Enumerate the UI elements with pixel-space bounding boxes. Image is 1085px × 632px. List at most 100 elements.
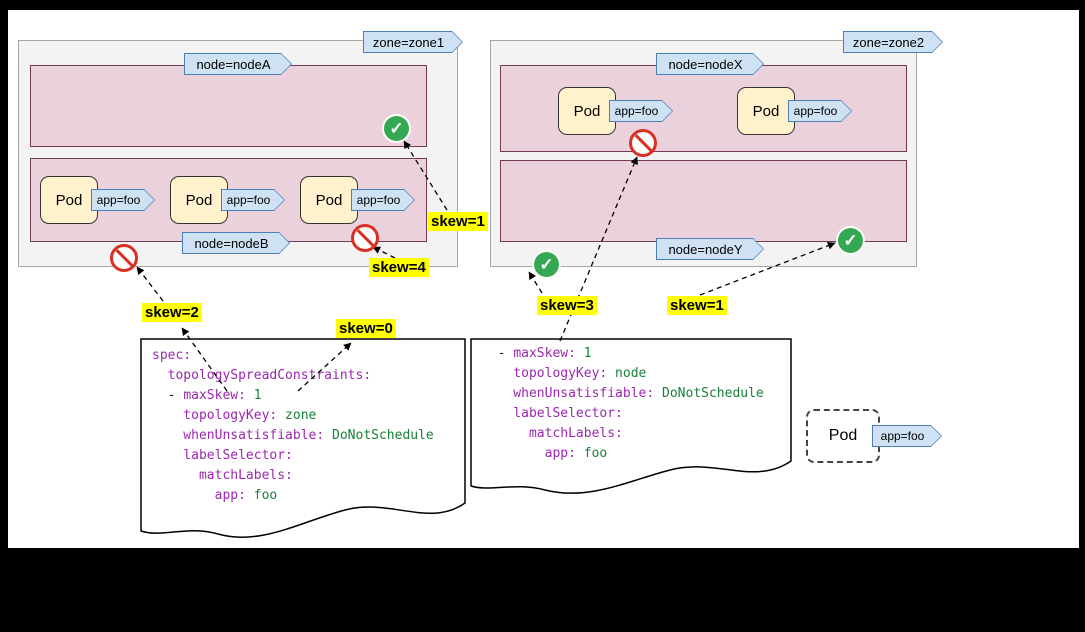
yaml-line: topologyKey: zone xyxy=(152,406,434,426)
nodeX-tag: node=nodeX xyxy=(656,53,764,75)
yaml-token: app: xyxy=(482,446,576,461)
yaml-line: matchLabels: xyxy=(152,466,434,486)
yaml-line: - maxSkew: 1 xyxy=(482,344,764,364)
tag-fill xyxy=(873,426,941,446)
yaml-token: app: xyxy=(152,488,246,503)
pod: Pod app=foo xyxy=(558,87,616,135)
yaml-token: topologyKey: xyxy=(482,366,608,381)
nodeA-tag: node=nodeA xyxy=(184,53,292,75)
pod-label: Pod xyxy=(573,102,601,120)
zone1-tag-label: zone=zone1 xyxy=(372,34,445,50)
yaml-code-1: spec: topologySpreadConstraints: - maxSk… xyxy=(152,346,434,506)
app-foo-tag-label: app=foo xyxy=(614,104,659,118)
tag-fill xyxy=(92,190,154,210)
yaml-line: topologyKey: node xyxy=(482,364,764,384)
yaml-block-2: - maxSkew: 1 topologyKey: node whenUnsat… xyxy=(470,338,792,500)
prohibited-icon xyxy=(629,129,657,157)
yaml-token: matchLabels: xyxy=(482,426,623,441)
pod: Pod app=foo xyxy=(170,176,228,224)
yaml-token: whenUnsatisfiable: xyxy=(482,386,655,401)
app-foo-tag-label: app=foo xyxy=(793,104,838,118)
zone2-tag: zone=zone2 xyxy=(843,31,943,53)
yaml-line: whenUnsatisfiable: DoNotSchedule xyxy=(482,384,764,404)
skew-label: skew=2 xyxy=(142,303,202,322)
pod: Pod app=foo xyxy=(40,176,98,224)
yaml-token: - xyxy=(152,388,184,403)
paper-shape xyxy=(470,338,792,494)
yaml-line: - maxSkew: 1 xyxy=(152,386,434,406)
app-foo-tag: app=foo xyxy=(609,100,673,122)
incoming-pod: Pod app=foo xyxy=(806,409,880,463)
tag-fill xyxy=(352,190,414,210)
nodeA-box xyxy=(30,65,427,147)
tag-fill xyxy=(222,190,284,210)
yaml-token: - xyxy=(482,346,514,361)
yaml-token: node xyxy=(607,366,647,381)
yaml-code-2: - maxSkew: 1 topologyKey: node whenUnsat… xyxy=(482,344,764,464)
app-foo-tag-label: app=foo xyxy=(226,193,271,207)
skew-label: skew=3 xyxy=(537,296,597,315)
yaml-line: topologySpreadConstraints: xyxy=(152,366,434,386)
app-foo-tag-label: app=foo xyxy=(356,193,401,207)
checkmark-icon xyxy=(384,116,409,141)
yaml-token: 1 xyxy=(575,346,592,361)
pod-label: Pod xyxy=(828,427,858,444)
nodeB-tag-label: node=nodeB xyxy=(194,235,269,251)
app-foo-tag: app=foo xyxy=(91,189,155,211)
zone1-tag: zone=zone1 xyxy=(363,31,463,53)
tag-fill xyxy=(364,32,462,52)
pod: Pod app=foo xyxy=(300,176,358,224)
yaml-line: spec: xyxy=(152,346,434,366)
pod-label: Pod xyxy=(185,191,213,209)
pod-label: Pod xyxy=(752,102,780,120)
yaml-line: app: foo xyxy=(152,486,434,506)
nodeB-tag: node=nodeB xyxy=(182,232,290,254)
app-foo-tag: app=foo xyxy=(872,425,942,447)
pod-label: Pod xyxy=(55,191,83,209)
tag-fill xyxy=(657,54,763,74)
skew-label: skew=1 xyxy=(667,296,727,315)
tag-fill xyxy=(183,233,289,253)
app-foo-tag-label: app=foo xyxy=(880,429,925,443)
skew-label: skew=0 xyxy=(336,319,396,338)
yaml-token: topologyKey: xyxy=(152,408,278,423)
yaml-line: labelSelector: xyxy=(482,404,764,424)
yaml-token: topologySpreadConstraints: xyxy=(152,368,372,383)
app-foo-tag: app=foo xyxy=(221,189,285,211)
nodeA-tag-label: node=nodeA xyxy=(196,56,271,72)
yaml-token: foo xyxy=(575,446,608,461)
yaml-token: zone xyxy=(277,408,317,423)
tag-fill xyxy=(844,32,942,52)
yaml-token: 1 xyxy=(245,388,262,403)
yaml-token: maxSkew: xyxy=(513,346,576,361)
app-foo-tag: app=foo xyxy=(788,100,852,122)
nodeX-tag-label: node=nodeX xyxy=(668,56,743,72)
skew-label: skew=1 xyxy=(428,212,488,231)
tag-fill xyxy=(789,101,851,121)
yaml-token: foo xyxy=(245,488,278,503)
yaml-token: matchLabels: xyxy=(152,468,293,483)
yaml-block-1: spec: topologySpreadConstraints: - maxSk… xyxy=(140,338,466,544)
tag-fill xyxy=(610,101,672,121)
zone2-tag-label: zone=zone2 xyxy=(852,34,925,50)
nodeY-tag-label: node=nodeY xyxy=(668,241,743,257)
yaml-line: app: foo xyxy=(482,444,764,464)
prohibited-icon xyxy=(351,224,379,252)
yaml-token: whenUnsatisfiable: xyxy=(152,428,325,443)
checkmark-icon xyxy=(534,252,559,277)
yaml-token: maxSkew: xyxy=(183,388,246,403)
yaml-token: spec: xyxy=(152,348,192,363)
yaml-line: whenUnsatisfiable: DoNotSchedule xyxy=(152,426,434,446)
nodeY-tag: node=nodeY xyxy=(656,238,764,260)
app-foo-tag-label: app=foo xyxy=(96,193,141,207)
yaml-token: DoNotSchedule xyxy=(654,386,764,401)
yaml-token: labelSelector: xyxy=(482,406,623,421)
yaml-line: labelSelector: xyxy=(152,446,434,466)
pod: Pod app=foo xyxy=(737,87,795,135)
skew-label: skew=4 xyxy=(369,258,429,277)
yaml-token: labelSelector: xyxy=(152,448,293,463)
yaml-token: DoNotSchedule xyxy=(324,428,434,443)
prohibited-icon xyxy=(110,244,138,272)
checkmark-icon xyxy=(838,228,863,253)
